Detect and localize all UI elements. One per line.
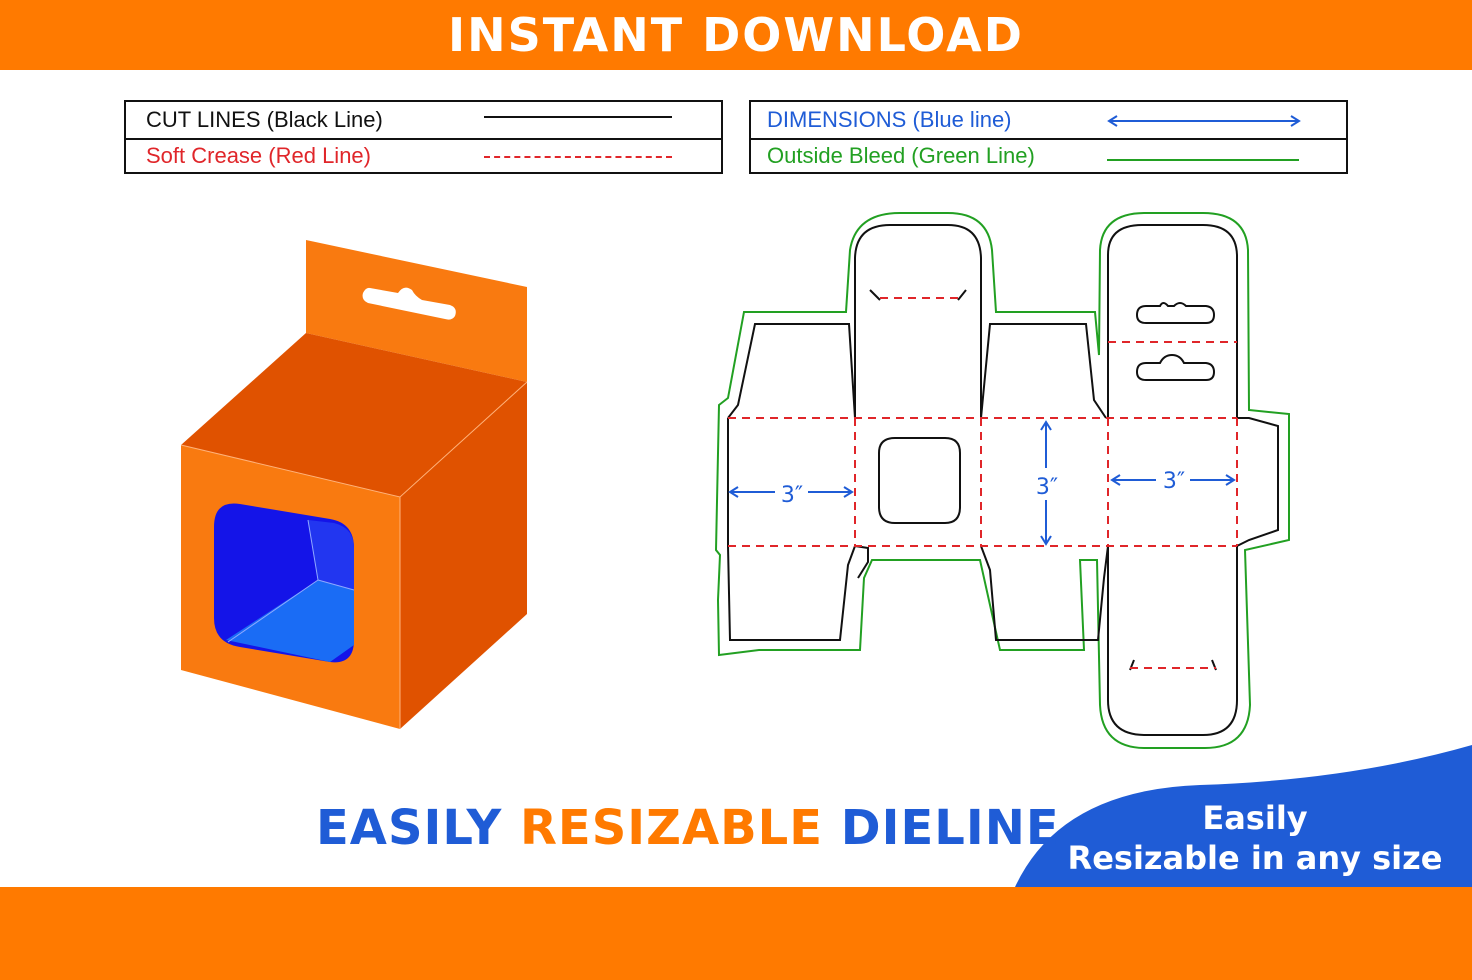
legend-row-dimensions: DIMENSIONS (Blue line): [751, 102, 1346, 140]
legend-label-dimensions: DIMENSIONS (Blue line): [767, 107, 1012, 132]
panel-mid-bottom-cut: [980, 545, 1109, 641]
legend-row-bleed: Outside Bleed (Green Line): [751, 138, 1346, 174]
corner-badge-text: Easily Resizable in any size: [1060, 798, 1450, 878]
corner-badge-line2: Resizable in any size: [1067, 839, 1443, 877]
box-3d-illustration: [180, 240, 528, 729]
bottom-bar: [0, 887, 1472, 980]
dimension-arrow-sample: [1107, 115, 1301, 127]
front-window-cut: [878, 437, 961, 524]
dieline-diagram: 3″ 3″ 3″: [714, 212, 1290, 749]
corner-badge-line1: Easily: [1202, 799, 1308, 837]
legend-right: DIMENSIONS (Blue line) Outside Bleed (Gr…: [749, 100, 1348, 174]
hang-hole-1: [1135, 302, 1216, 324]
legend-label-cut: CUT LINES (Black Line): [146, 107, 383, 132]
flap-bottom-cut: [1107, 546, 1238, 736]
box-top-face: [181, 333, 527, 497]
dimension-label-depth: 3″: [1163, 469, 1185, 494]
top-banner: INSTANT DOWNLOAD: [0, 0, 1472, 70]
hang-hole-icon: [362, 287, 456, 320]
bleed-outline: [714, 212, 1290, 749]
crease-lines: [728, 297, 1238, 669]
headline-resizable: RESIZABLE: [519, 800, 824, 856]
window-inner-floor: [226, 580, 354, 662]
bleed-line-sample: [1107, 159, 1299, 161]
banner-title: INSTANT DOWNLOAD: [448, 8, 1024, 62]
headline-easily: EASILY: [316, 800, 503, 856]
legend-left: CUT LINES (Black Line) Soft Crease (Red …: [124, 100, 723, 174]
legend-row-crease: Soft Crease (Red Line): [126, 138, 721, 174]
panel-left-bottom-cut: [727, 545, 856, 641]
flap-top-b-cut: [1107, 224, 1238, 418]
tuck-slot-top-a: [869, 289, 967, 301]
window-inner-wall: [308, 520, 354, 590]
headline-dieline: DIELINE: [840, 800, 1060, 856]
dimension-label-width: 3″: [781, 483, 803, 508]
panel-mid-cut: [980, 323, 1107, 419]
dimension-label-height: 3″: [1036, 475, 1058, 500]
legend-row-cut: CUT LINES (Black Line): [126, 102, 721, 140]
flap-top-a-cut: [854, 224, 982, 418]
legend-label-crease: Soft Crease (Red Line): [146, 143, 371, 168]
panel-left-cut: [727, 323, 856, 419]
crease-line-sample: [484, 156, 672, 158]
dimension-markers: [728, 420, 1236, 546]
hang-hole-2: [1135, 353, 1216, 381]
corner-badge-shape: [1015, 745, 1472, 887]
headline: EASILY RESIZABLE DIELINE: [316, 800, 1060, 856]
legend-label-bleed: Outside Bleed (Green Line): [767, 143, 1035, 168]
cut-line-sample: [484, 116, 672, 118]
glue-tab-cut: [1236, 417, 1279, 547]
